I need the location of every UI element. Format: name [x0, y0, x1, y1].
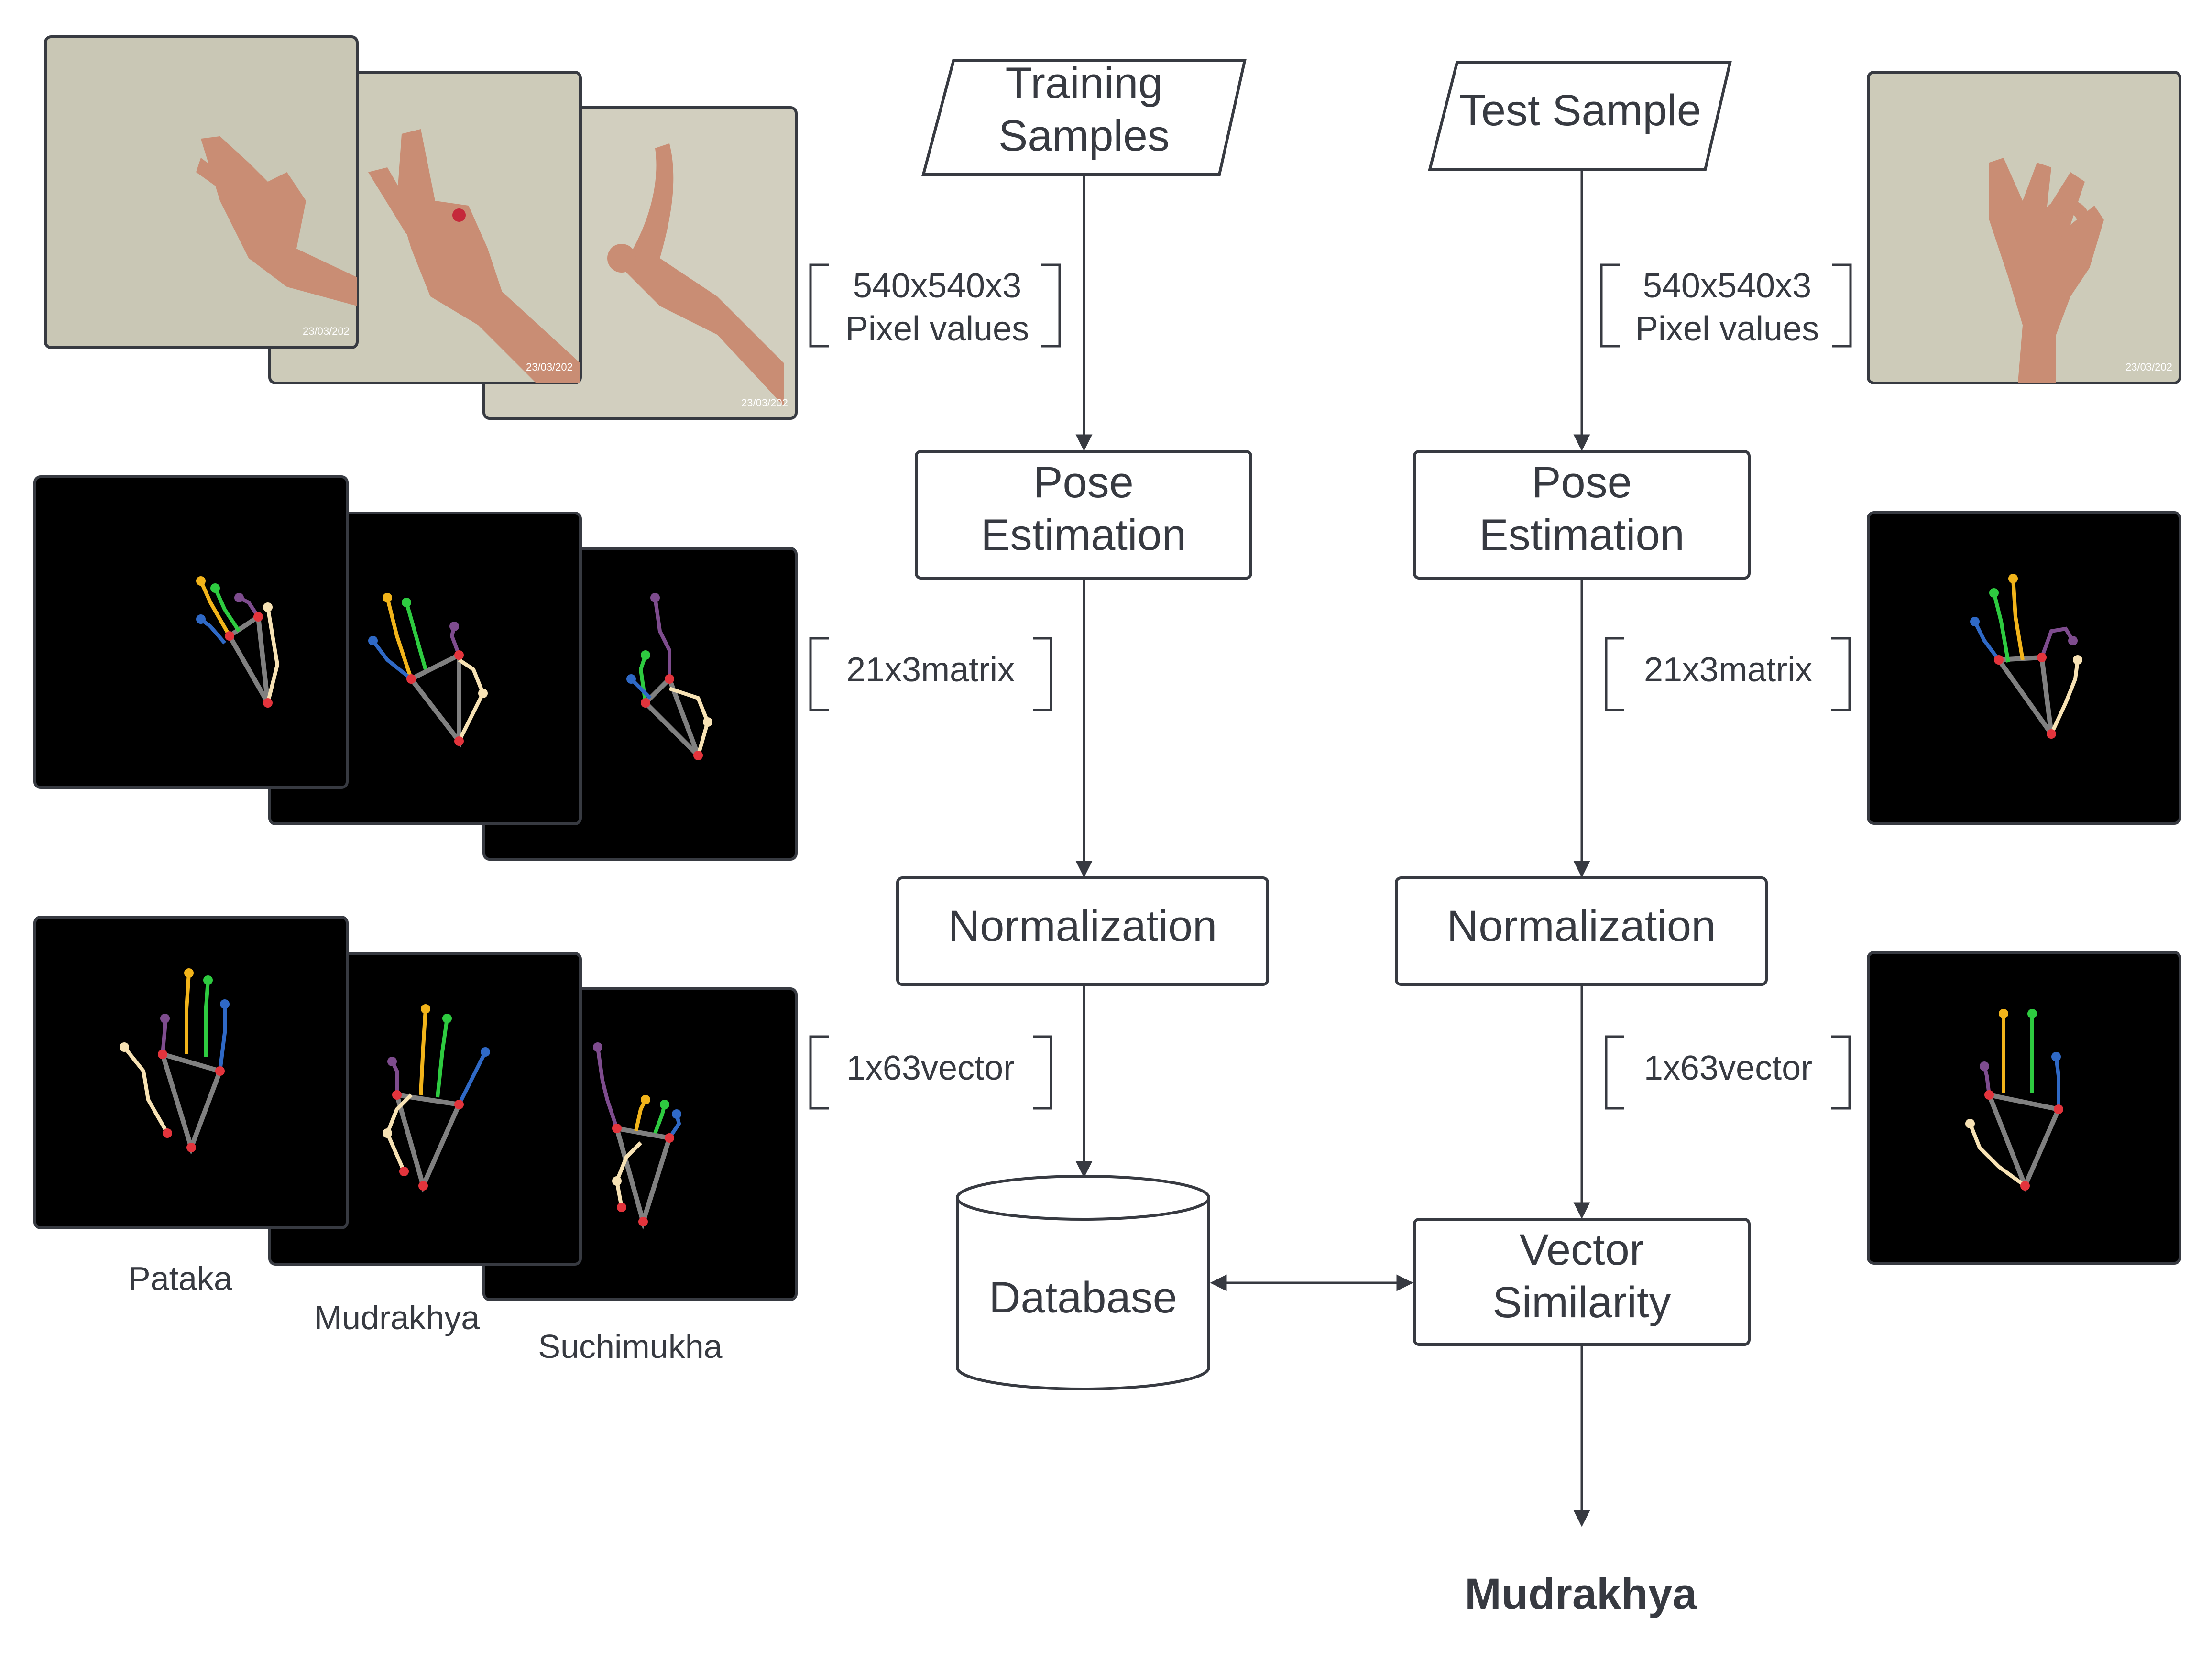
annotation-label: 1x63vector: [1644, 1049, 1812, 1087]
annotation-label: 540x540x3: [853, 267, 1021, 305]
pose-estimation-label: Pose: [1532, 458, 1632, 507]
training-photo-stack: 23/03/202 23/03/202 23/03/202: [44, 35, 798, 420]
annotation-label: 540x540x3: [1643, 267, 1811, 305]
test-normalized-plot: [1867, 951, 2181, 1265]
annotation-label: Pixel values: [845, 310, 1029, 348]
annotation-label: 21x3matrix: [846, 651, 1015, 689]
annotation-vector-test: 1x63vector: [1605, 1035, 1851, 1110]
training-normalization-node: [896, 876, 1269, 986]
test-sample-title: Test Sample: [1459, 86, 1701, 135]
database-label: Database: [989, 1273, 1177, 1322]
result-label: Mudrakhya: [1465, 1570, 1697, 1618]
hand-skeleton: [120, 968, 230, 1155]
hand-skeleton: [383, 1004, 490, 1193]
hand-skeleton: [196, 576, 280, 708]
annotation-vector-training: 1x63vector: [809, 1035, 1052, 1110]
training-samples-title: Samples: [998, 111, 1170, 160]
hand-skeleton: [593, 1042, 681, 1230]
training-pipeline: Training Samples Pose Estimation Normali…: [896, 59, 1269, 1390]
training-samples-title: Training: [1006, 59, 1163, 108]
annotation-label: Pixel values: [1635, 310, 1819, 348]
photo-timestamp: 23/03/202: [526, 361, 573, 373]
pose-estimation-label: Estimation: [981, 511, 1186, 559]
pose-plot-pataka: [33, 475, 349, 789]
test-photo: 23/03/202: [1867, 71, 2181, 384]
gesture-label-mudrakhya: Mudrakhya: [314, 1299, 480, 1336]
vector-similarity-label: Similarity: [1492, 1278, 1671, 1327]
photo-timestamp: 23/03/202: [2125, 361, 2172, 373]
hand-skeleton: [626, 593, 712, 760]
training-pose-stack: [33, 475, 798, 861]
database-node: Database: [956, 1175, 1210, 1390]
normalization-label: Normalization: [1447, 902, 1716, 951]
normalization-label: Normalization: [948, 902, 1217, 951]
hand-skeleton: [368, 593, 488, 748]
normalized-plot-pataka: [33, 916, 349, 1229]
gesture-label-pataka: Pataka: [128, 1260, 232, 1297]
test-pose-plot: [1867, 511, 2181, 825]
annotation-matrix-training: 21x3matrix: [809, 637, 1052, 711]
photo-timestamp: 23/03/202: [741, 397, 788, 409]
annotation-label: 1x63vector: [846, 1049, 1015, 1087]
test-pipeline: Test Sample Pose Estimation Normalizatio…: [1395, 61, 1768, 1618]
gesture-label-suchimukha: Suchimukha: [538, 1328, 722, 1365]
pose-estimation-label: Pose: [1033, 458, 1134, 507]
training-normalized-stack: [33, 916, 798, 1301]
pose-estimation-label: Estimation: [1479, 511, 1685, 559]
test-sample-node: [1428, 61, 1732, 171]
training-samples-node: [921, 59, 1247, 176]
annotation-pixels-training: 540x540x3 Pixel values: [809, 263, 1061, 348]
annotation-pixels-test: 540x540x3 Pixel values: [1600, 263, 1852, 348]
annotation-label: 21x3matrix: [1644, 651, 1812, 689]
training-photo-pataka: 23/03/202: [44, 35, 359, 349]
vector-similarity-label: Vector: [1520, 1225, 1644, 1274]
annotation-matrix-test: 21x3matrix: [1605, 637, 1851, 711]
photo-timestamp: 23/03/202: [303, 325, 350, 337]
